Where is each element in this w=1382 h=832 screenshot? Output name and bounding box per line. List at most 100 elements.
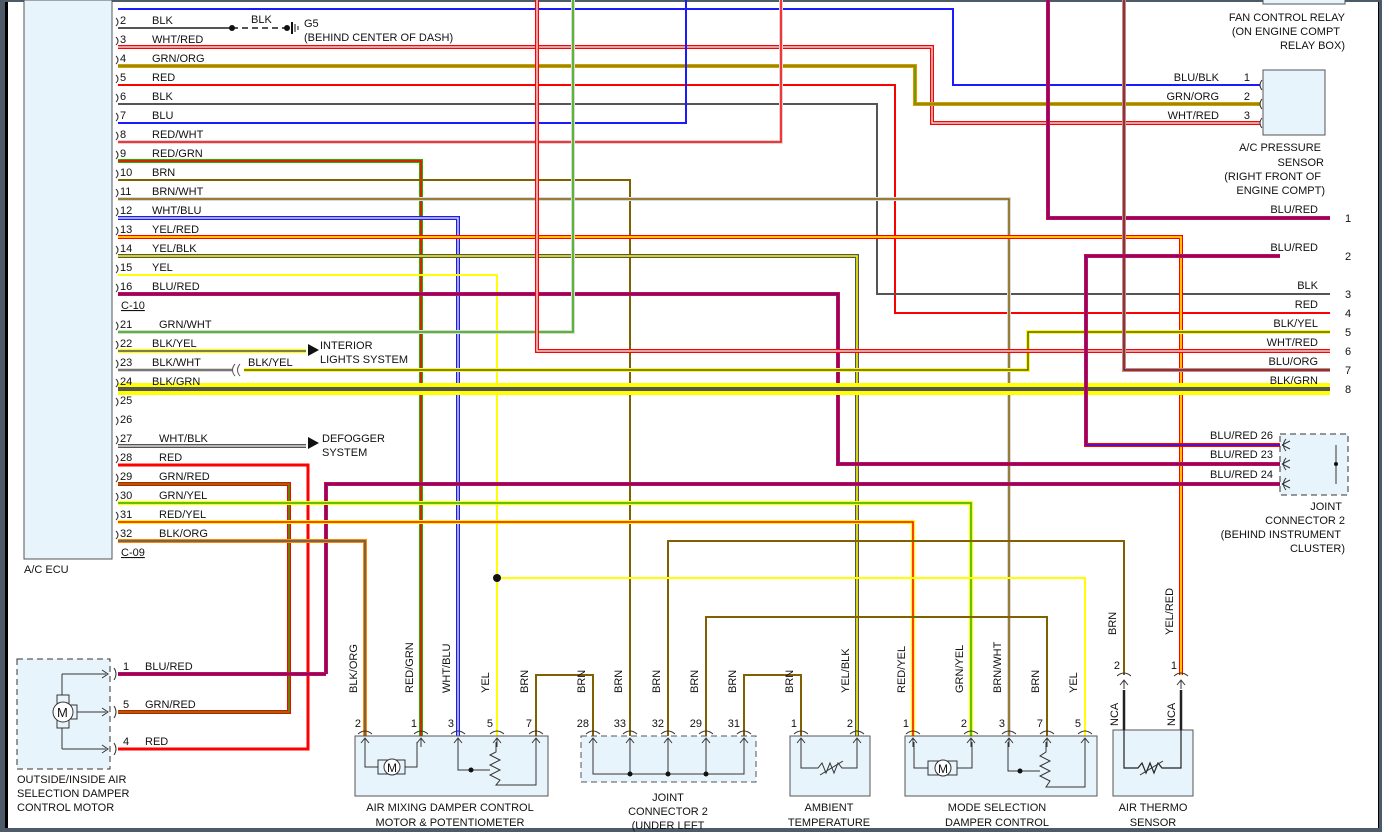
component-pin-number: 5 bbox=[487, 718, 493, 730]
pin-socket-icon bbox=[115, 150, 119, 160]
pin-socket-icon bbox=[450, 730, 466, 747]
component-wire-label: YEL bbox=[1068, 672, 1080, 693]
pin-socket-icon bbox=[115, 226, 119, 236]
component-pin-number: 28 bbox=[577, 718, 589, 730]
component-pin-number: 3 bbox=[448, 718, 454, 730]
pressure-sensor-wire-label: WHT/RED bbox=[1168, 110, 1219, 122]
pin-socket-icon bbox=[115, 131, 119, 141]
motor-wire-label: RED bbox=[145, 736, 168, 748]
joint-connector-left: JOINT CONNECTOR 2 (UNDER LEFT bbox=[580, 735, 757, 832]
component-pin-number: 7 bbox=[526, 718, 532, 730]
component-pin-number: 3 bbox=[999, 718, 1005, 730]
wire-grn-yel bbox=[118, 502, 972, 736]
svg-text:SYSTEM: SYSTEM bbox=[322, 447, 367, 459]
ecu-pin-wire-label: YEL bbox=[152, 262, 173, 274]
ecu-pin-number: 13 bbox=[120, 224, 132, 236]
ecu-pin-wire-label: RED bbox=[159, 452, 182, 464]
ground-g5: BLK G5 (BEHIND CENTER OF DASH) bbox=[229, 14, 453, 44]
ecu-pin-wire-label: RED/GRN bbox=[152, 148, 203, 160]
svg-text:M: M bbox=[938, 762, 948, 776]
component-pin-number: 1 bbox=[903, 718, 909, 730]
pin-socket-icon bbox=[115, 511, 119, 521]
connector-c09-label: C-09 bbox=[121, 547, 145, 559]
pin-socket-icon bbox=[1259, 79, 1263, 91]
component-pin-number: 2 bbox=[1114, 660, 1120, 672]
ecu-pin-number: 28 bbox=[120, 452, 132, 464]
pin-socket-icon bbox=[115, 17, 119, 27]
ecu-pin-number: 9 bbox=[120, 148, 126, 160]
svg-text:ENGINE COMPT): ENGINE COMPT) bbox=[1236, 185, 1325, 197]
ecu-pin-number: 22 bbox=[120, 338, 132, 350]
wire-stripe bbox=[118, 0, 783, 144]
ecu-pin-number: 5 bbox=[120, 72, 126, 84]
component-wire-label: GRN/YEL bbox=[954, 645, 966, 693]
svg-text:CONNECTOR 2: CONNECTOR 2 bbox=[1265, 515, 1345, 527]
component-wire-label: YEL bbox=[480, 672, 492, 693]
pin-socket-icon bbox=[115, 169, 119, 179]
ground-name: G5 bbox=[304, 18, 319, 30]
component-wire-label: YEL/RED bbox=[1164, 588, 1176, 635]
right-connector-wire-label: BLK/GRN bbox=[1270, 375, 1318, 387]
diagram-sheet bbox=[5, 2, 1379, 828]
ecu-pin-wire-label: GRN/ORG bbox=[152, 53, 205, 65]
pin-socket-icon bbox=[963, 730, 979, 747]
ecu-pin-number: 16 bbox=[120, 281, 132, 293]
svg-text:(BEHIND INSTRUMENT: (BEHIND INSTRUMENT bbox=[1221, 529, 1342, 541]
air-mixing-damper: M AIR MIXING DAMPER CONTROL MOTOR & POTE… bbox=[354, 735, 549, 829]
component-wire-label: RED/YEL bbox=[896, 646, 908, 693]
ecu-pin-number: 30 bbox=[120, 490, 132, 502]
pin-socket-icon bbox=[736, 730, 752, 747]
wire-brn-wht bbox=[118, 198, 1010, 736]
wire-yel-red bbox=[118, 236, 1182, 675]
ecu-pin-number: 3 bbox=[120, 34, 126, 46]
ecu-pin-number: 14 bbox=[120, 243, 132, 255]
pin-socket-icon bbox=[622, 730, 638, 747]
svg-text:LIGHTS SYSTEM: LIGHTS SYSTEM bbox=[320, 354, 408, 366]
pin-socket-icon bbox=[1173, 672, 1189, 689]
splice-dot bbox=[284, 25, 290, 31]
component-pin-number: 1 bbox=[1171, 660, 1177, 672]
ecu-pin-number: 15 bbox=[120, 262, 132, 274]
svg-text:AMBIENT: AMBIENT bbox=[805, 802, 854, 814]
ecu-pin-wire-label: BLK/WHT bbox=[152, 357, 201, 369]
bottom-component-pins: 2BLK/ORG1RED/GRN3WHT/BLU5YEL7BRN28BRN33B… bbox=[348, 588, 1189, 747]
pin-socket-icon bbox=[115, 93, 119, 103]
pin-socket-icon bbox=[115, 359, 119, 369]
component-wire-label: BRN bbox=[576, 670, 588, 693]
connector-break-icon bbox=[232, 363, 241, 377]
pressure-sensor-pin-number: 2 bbox=[1244, 91, 1250, 103]
svg-text:AIR MIXING DAMPER CONTROL: AIR MIXING DAMPER CONTROL bbox=[366, 802, 533, 814]
ecu-pin-number: 8 bbox=[120, 129, 126, 141]
right-connector-wire-label: WHT/RED bbox=[1267, 337, 1318, 349]
motor-wire-label: BLU/RED bbox=[145, 661, 193, 673]
wire-stripe bbox=[118, 292, 1280, 466]
ecu-pin-number: 26 bbox=[120, 414, 132, 426]
pin-socket-icon bbox=[585, 730, 601, 747]
ecu-pin-number: 2 bbox=[120, 15, 126, 27]
right-connector-pin-number: 4 bbox=[1345, 308, 1351, 320]
component-pin-number: 2 bbox=[847, 718, 853, 730]
motor-pin-number: 5 bbox=[123, 699, 129, 711]
pin-socket-icon bbox=[357, 730, 373, 747]
motor-pin-number: 1 bbox=[123, 661, 129, 673]
right-connector-wire-label: BLK/YEL bbox=[1273, 318, 1318, 330]
ac-ecu-title: A/C ECU bbox=[24, 564, 69, 576]
pressure-sensor-wire-label: BLU/BLK bbox=[1174, 72, 1220, 84]
pin-socket-icon bbox=[1259, 117, 1263, 129]
splice-dot bbox=[229, 25, 235, 31]
ecu-pin-wire-label: BLK bbox=[152, 15, 173, 27]
svg-text:RELAY BOX): RELAY BOX) bbox=[1280, 40, 1345, 52]
wire-brn bbox=[705, 616, 1048, 736]
ecu-pin-number: 6 bbox=[120, 91, 126, 103]
ecu-pin-wire-label: BLU bbox=[152, 110, 173, 122]
component-wire-label: YEL/BLK bbox=[840, 648, 852, 693]
component-pin-number: 31 bbox=[728, 718, 740, 730]
pin-socket-icon bbox=[115, 207, 119, 217]
wire-wht-red bbox=[118, 46, 1260, 124]
ecu-pin-wire-label: YEL/RED bbox=[152, 224, 199, 236]
wire-grn-wht bbox=[118, 0, 574, 333]
pin-socket-icon bbox=[1116, 672, 1132, 689]
wire-blu-red bbox=[118, 293, 1280, 465]
